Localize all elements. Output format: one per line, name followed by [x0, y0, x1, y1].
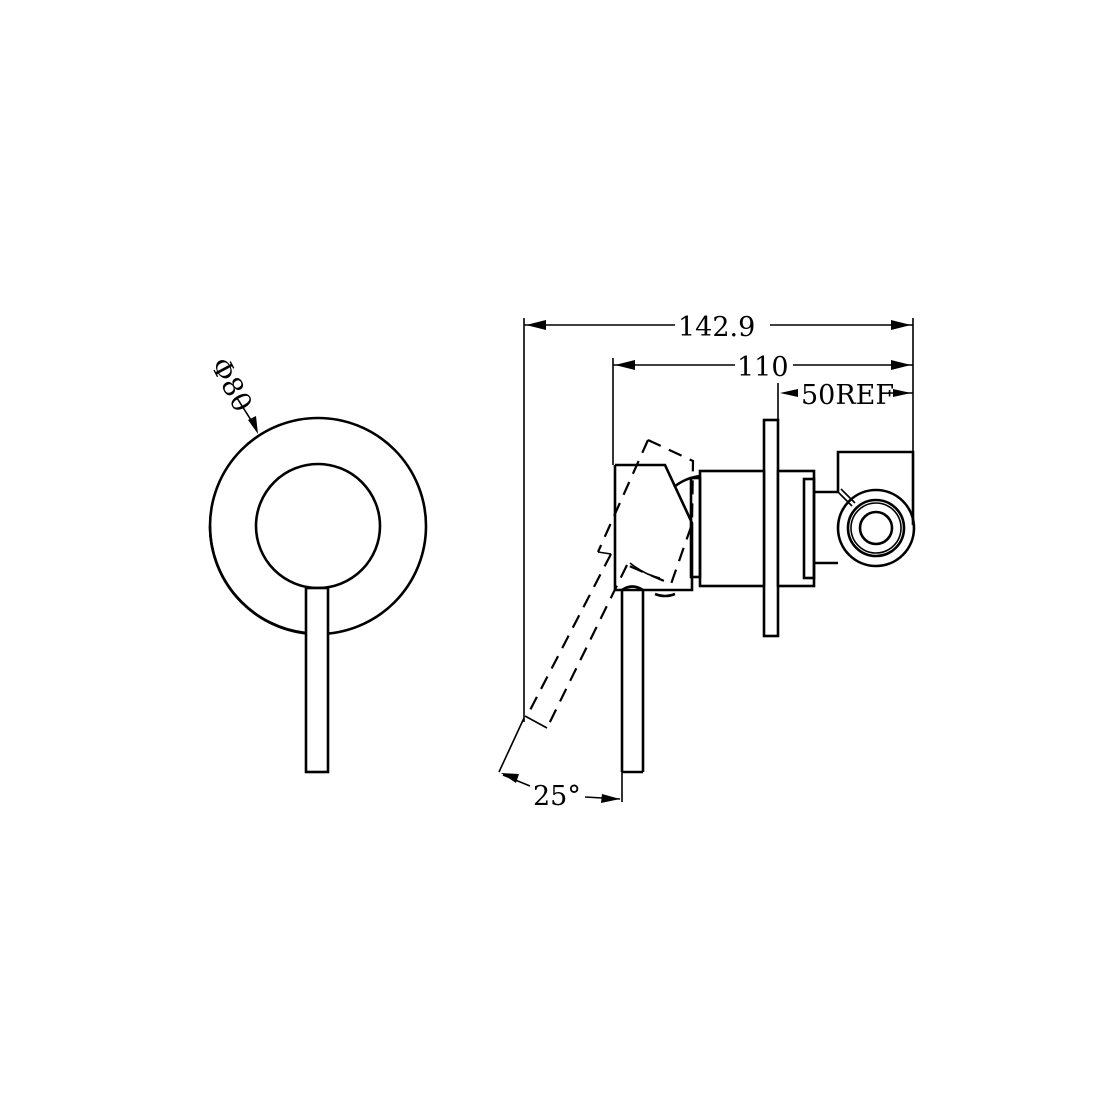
inlet-inner-ring	[858, 510, 894, 546]
handle-hub-side	[613, 463, 701, 598]
body-cylinder-rear	[776, 469, 816, 588]
front-view: Φ80	[204, 353, 428, 774]
rotated-handle-dashed	[524, 439, 695, 729]
dim-142-9: 142.9	[678, 312, 755, 343]
dim-angle-25: 25°	[533, 781, 581, 812]
handle-hub-circle	[254, 462, 382, 590]
lever-handle-front	[304, 586, 330, 774]
dimension-projection: 110	[613, 352, 913, 383]
wall-flange	[762, 418, 780, 638]
side-view: 142.9 110 50REF	[498, 312, 916, 812]
diameter-text: Φ80	[204, 353, 258, 417]
inlet-middle-ring	[846, 498, 906, 558]
dimension-reference: 50REF	[780, 380, 913, 411]
inlet-outer-ring	[836, 488, 916, 568]
body-cylinder-front	[698, 469, 766, 588]
lever-handle-side	[620, 585, 645, 774]
dimension-angle: 25°	[498, 717, 623, 812]
dim-110: 110	[737, 352, 789, 383]
dim-50ref: 50REF	[801, 380, 894, 411]
diameter-label: Φ80	[204, 353, 258, 417]
dimension-overall-depth: 142.9	[524, 312, 913, 343]
